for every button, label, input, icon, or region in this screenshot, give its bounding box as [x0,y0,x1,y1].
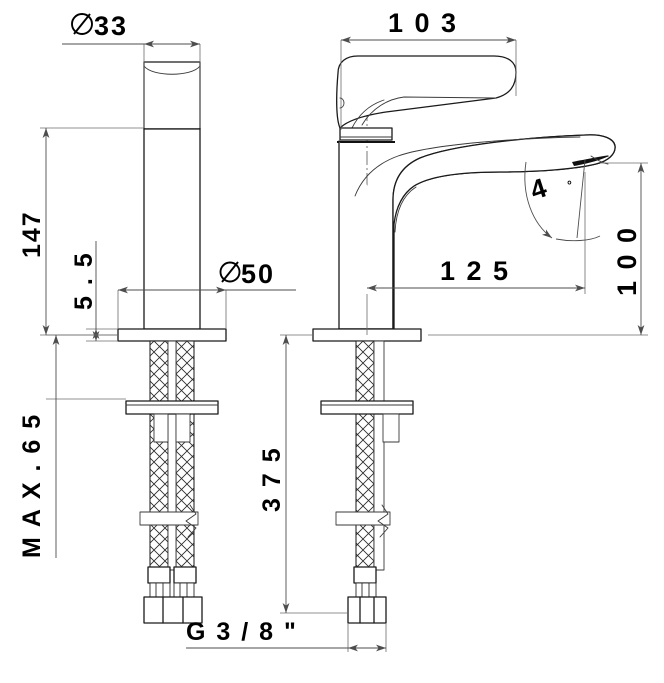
front-break-line [139,504,199,538]
front-view [117,61,227,624]
phi-icon-50 [219,261,241,283]
dimension-label-max65: M A X . 6 5 [18,413,46,558]
front-mounting-washer [125,400,219,415]
dimension-label-375: 3 7 5 [258,446,286,512]
side-mounting-washer [320,400,414,415]
dimension-103: 1 0 3 [340,8,517,130]
dimension-375: 3 7 5 [258,334,348,614]
front-hose-ferrules [147,566,197,598]
dimension-label-103: 1 0 3 [388,8,458,38]
dimension-label-100: 1 0 0 [612,226,642,296]
front-hex-nut [143,596,203,624]
phi-icon-33 [71,13,93,35]
front-base-plate [117,328,227,342]
side-inner-connector [382,413,400,443]
dimension-dia50: 50 [117,259,296,329]
side-hose-ferrule [353,566,377,598]
dimension-label-125: 1 2 5 [440,256,510,286]
side-hex-nut [347,596,387,624]
dimension-thread-g38: G 3 / 8 " [186,618,387,652]
side-break-line [335,504,391,538]
dimension-max65: M A X . 6 5 [18,334,126,558]
dimension-label-147: 147 [18,210,46,258]
side-view [312,55,616,624]
dimension-label-dia50: 50 [241,259,275,289]
front-inner-connector [153,413,191,443]
dimension-label-5-5: 5 . 5 [70,251,98,310]
degree-symbol: ° [567,178,572,192]
dimension-label-dia33: 33 [94,11,128,41]
dimension-100: 1 0 0 [428,162,648,336]
front-flex-hoses [149,340,195,571]
side-handle [336,55,517,143]
dimension-5-5: 5 . 5 [70,241,118,342]
front-body-column [143,128,201,330]
dimension-label-thread: G 3 / 8 " [186,618,298,646]
dimension-dia33: 33 [62,11,201,128]
dimension-125: 1 2 5 [366,172,586,335]
side-flex-hoses [355,340,385,571]
